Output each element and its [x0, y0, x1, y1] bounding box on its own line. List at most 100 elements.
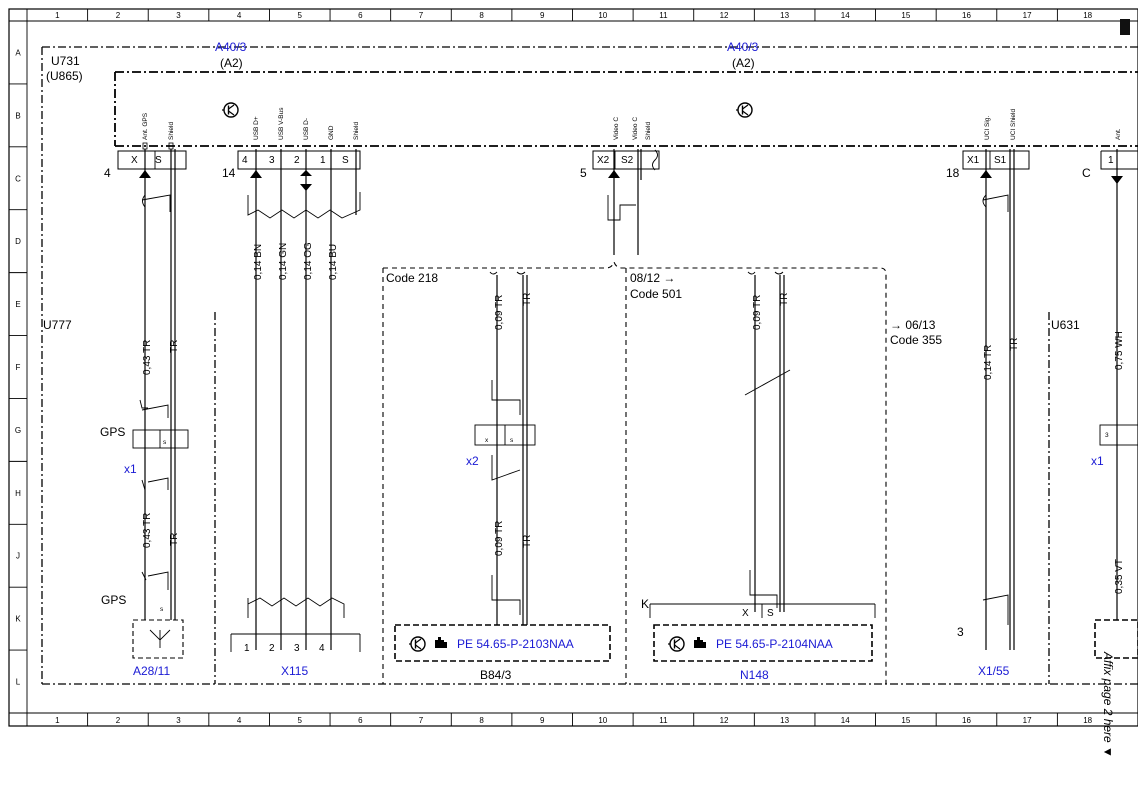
grid-column-label: 9 — [540, 716, 545, 725]
svg-text:USB D-: USB D- — [303, 118, 310, 140]
unit-a2-left: (A2) — [220, 56, 243, 70]
svg-text:1: 1 — [1108, 155, 1114, 166]
svg-text:Shield: Shield — [168, 122, 175, 140]
wire-label: 0,14 OG — [303, 242, 314, 280]
svg-text:s: s — [510, 437, 514, 444]
svg-text:S: S — [155, 155, 162, 166]
wire-label: 0,43 TR — [142, 340, 153, 375]
grid-column-label: 7 — [419, 716, 424, 725]
grid-row-label: L — [16, 678, 21, 687]
grid-column-label: 2 — [116, 11, 121, 20]
svg-text:2: 2 — [294, 155, 300, 166]
link-x2[interactable]: x2 — [466, 454, 479, 468]
link-x1-right[interactable]: x1 — [1091, 454, 1104, 468]
label-code-218: Code 218 — [386, 271, 438, 285]
grid-column-label: 16 — [962, 716, 971, 725]
grid-column-label: 3 — [176, 11, 181, 20]
connector-ant-gps: X S 4 Ant. GPS Shield — [104, 112, 187, 180]
reference-pe-2104[interactable]: PE 54.65-P-2104NAA — [716, 637, 833, 651]
electronic-component-icon — [667, 636, 685, 652]
wire-label: 0,14 GN — [278, 243, 289, 280]
grid-row-label: D — [15, 237, 21, 246]
grid-column-label: 18 — [1083, 11, 1092, 20]
reference-pe-2103[interactable]: PE 54.65-P-2103NAA — [457, 637, 574, 651]
svg-text:x: x — [485, 437, 489, 444]
grid-labels: 1122334455667788991010111112121313141415… — [15, 11, 1093, 725]
grid-column-label: 17 — [1023, 716, 1032, 725]
label-code-501: Code 501 — [630, 287, 682, 301]
component-x1-55[interactable]: X1/55 — [978, 664, 1010, 678]
unit-a2-right: (A2) — [732, 56, 755, 70]
svg-text:GND: GND — [328, 125, 335, 140]
svg-text:2: 2 — [269, 643, 275, 654]
grid-column-label: 5 — [298, 11, 303, 20]
svg-text:1: 1 — [244, 643, 250, 654]
label-code-355: Code 355 — [890, 333, 942, 347]
svg-text:USB D+: USB D+ — [253, 116, 260, 140]
wire-label: 0,14 BN — [253, 244, 264, 280]
wire-label: 0,75 WH — [1114, 331, 1125, 370]
svg-text:S2: S2 — [621, 155, 634, 166]
wire-label: 0,35 VT — [1114, 559, 1125, 594]
wire-label: TR — [169, 533, 180, 546]
component-x115[interactable]: X115 — [281, 664, 308, 678]
svg-text:Video C: Video C — [613, 117, 620, 140]
grid-row-label: K — [15, 615, 21, 624]
grid-column-label: 14 — [841, 11, 850, 20]
svg-text:X2: X2 — [597, 155, 610, 166]
wire-label: 0,09 TR — [494, 521, 505, 556]
grid-row-label: G — [15, 426, 21, 435]
svg-text:3: 3 — [294, 643, 300, 654]
grid-column-label: 14 — [841, 716, 850, 725]
grid-column-label: 17 — [1023, 11, 1032, 20]
connector-video: X2 S2 5 Video C Video C Shield — [580, 117, 660, 180]
grid-row-label: H — [15, 489, 21, 498]
grid-column-label: 1 — [55, 716, 60, 725]
svg-text:X: X — [742, 608, 749, 619]
label-date-0613: → 06/13 — [890, 318, 936, 332]
grid-row-label: A — [15, 48, 21, 57]
unit-u731: U731 — [51, 54, 80, 68]
unit-a40-left[interactable]: A40/3 — [215, 40, 247, 54]
grid-column-label: 2 — [116, 716, 121, 725]
grid-column-label: 8 — [479, 11, 484, 20]
grid-row-label: J — [16, 552, 20, 561]
grid-column-label: 7 — [419, 11, 424, 20]
connector-number: 18 — [946, 166, 960, 180]
svg-text:1: 1 — [320, 155, 326, 166]
electronic-component-icon — [408, 636, 426, 652]
grid-row-label: E — [15, 300, 20, 309]
svg-text:Ant. GPS: Ant. GPS — [142, 112, 149, 140]
link-x1-left[interactable]: x1 — [124, 462, 137, 476]
svg-text:s: s — [163, 439, 167, 446]
connector-number: 4 — [104, 166, 111, 180]
component-n148[interactable]: N148 — [740, 668, 769, 682]
reference-hand-icon — [694, 637, 706, 648]
wire-label: TR — [522, 293, 533, 306]
wire-label: TR — [522, 535, 533, 548]
grid-column-label: 11 — [659, 716, 668, 725]
svg-text:S: S — [767, 608, 774, 619]
svg-text:S: S — [342, 155, 349, 166]
label-k: K — [641, 597, 649, 611]
wire-label: 0,14 BU — [328, 244, 339, 280]
svg-text:USB V-Bus: USB V-Bus — [278, 107, 285, 140]
unit-a40-right[interactable]: A40/3 — [727, 40, 759, 54]
component-b84-3: B84/3 — [480, 668, 512, 682]
affix-note: Affix page 2 here ▼ — [1101, 651, 1115, 758]
svg-text:S1: S1 — [994, 155, 1007, 166]
grid-column-label: 15 — [901, 11, 910, 20]
component-a28-11[interactable]: A28/11 — [133, 664, 170, 678]
electronic-component-icon — [221, 102, 239, 118]
grid-column-label: 15 — [901, 716, 910, 725]
grid-column-label: 6 — [358, 11, 363, 20]
reference-hand-icon — [435, 637, 447, 648]
label-3: 3 — [957, 625, 964, 639]
grid-column-label: 10 — [598, 11, 607, 20]
wire-label: 0,09 TR — [752, 295, 763, 330]
grid-column-label: 4 — [237, 11, 242, 20]
grid-column-label: 10 — [598, 716, 607, 725]
label-gps-lower: GPS — [101, 593, 126, 607]
wire-label: TR — [779, 293, 790, 306]
frame-border — [8, 8, 1138, 727]
